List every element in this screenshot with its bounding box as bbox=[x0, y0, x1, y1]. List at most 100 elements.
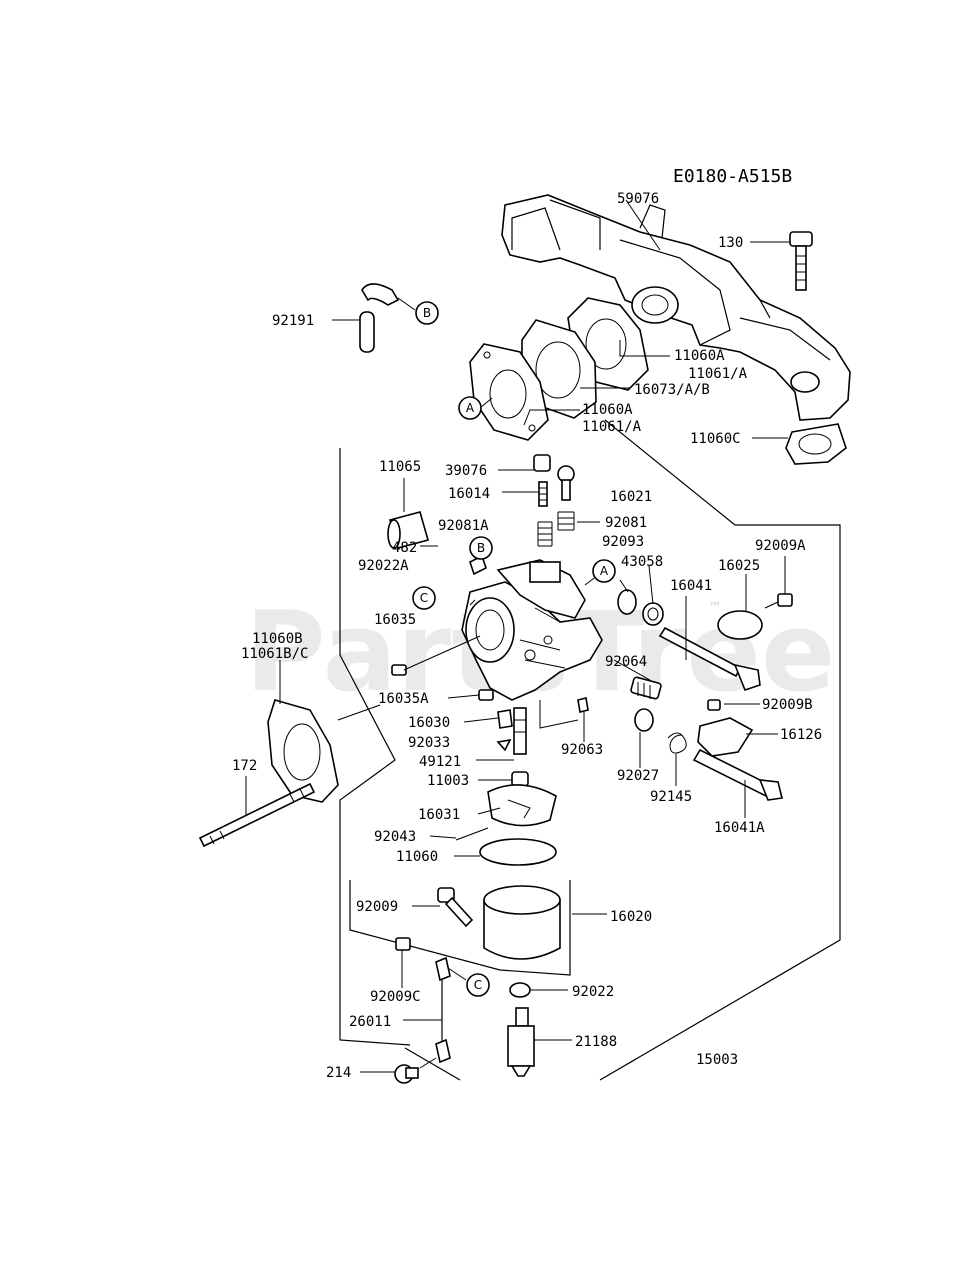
choke-shaft-16041 bbox=[658, 626, 761, 691]
label-92064: 92064 bbox=[605, 654, 647, 670]
label-11003: 11003 bbox=[427, 773, 469, 789]
screw-92063 bbox=[577, 697, 589, 713]
callout-c-carb: C bbox=[412, 586, 436, 610]
label-92009: 92009 bbox=[356, 899, 398, 915]
intake-manifold bbox=[501, 194, 851, 421]
plate-16126 bbox=[697, 717, 754, 757]
label-92063: 92063 bbox=[561, 742, 603, 758]
emulsion-tube-92033 bbox=[496, 738, 512, 752]
svg-text:C: C bbox=[420, 591, 428, 605]
diagram-code: E0180-A515B bbox=[673, 166, 792, 187]
callout-b-top: B bbox=[415, 301, 439, 325]
label-11060C: 11060C bbox=[690, 431, 741, 447]
carburetor-body bbox=[461, 554, 603, 701]
label-16041A: 16041A bbox=[714, 820, 765, 836]
label-92022A: 92022A bbox=[358, 558, 409, 574]
main-jet-49121 bbox=[513, 707, 527, 755]
label-26011: 26011 bbox=[349, 1014, 391, 1030]
jet-16030 bbox=[497, 709, 513, 729]
label-92191: 92191 bbox=[272, 313, 314, 329]
needle-16014 bbox=[538, 481, 548, 507]
plug-16035 bbox=[391, 664, 407, 676]
label-16041: 16041 bbox=[670, 578, 712, 594]
solenoid-21188 bbox=[507, 1007, 535, 1077]
label-43058: 43058 bbox=[621, 554, 663, 570]
frame-16020 bbox=[349, 880, 571, 976]
group-number: 15003 bbox=[696, 1052, 738, 1068]
label-11061A-lower: 11061/A bbox=[582, 419, 642, 435]
label-92081A: 92081A bbox=[438, 518, 489, 534]
plug-16035A bbox=[478, 689, 494, 701]
label-172: 172 bbox=[232, 758, 257, 774]
label-16126: 16126 bbox=[780, 727, 822, 743]
label-11061A-upper: 11061/A bbox=[688, 366, 748, 382]
label-16031: 16031 bbox=[418, 807, 460, 823]
collar-92027 bbox=[634, 708, 654, 732]
choke-plate-16025 bbox=[717, 610, 763, 640]
label-130: 130 bbox=[718, 235, 743, 251]
label-482: 482 bbox=[392, 540, 417, 556]
label-16035A: 16035A bbox=[378, 691, 429, 707]
wire-26011 bbox=[435, 956, 451, 1064]
screw-92064 bbox=[630, 676, 662, 700]
gasket-11060 bbox=[479, 838, 557, 866]
label-16073: 16073/A/B bbox=[634, 382, 710, 398]
label-92093: 92093 bbox=[602, 534, 644, 550]
label-11060: 11060 bbox=[396, 849, 438, 865]
label-39076: 39076 bbox=[445, 463, 487, 479]
washer-92022 bbox=[509, 982, 531, 998]
svg-text:A: A bbox=[466, 401, 475, 415]
svg-text:C: C bbox=[474, 978, 482, 992]
label-16014: 16014 bbox=[448, 486, 490, 502]
label-92033: 92033 bbox=[408, 735, 450, 751]
callout-c-wire: C bbox=[466, 973, 490, 997]
label-16035: 16035 bbox=[374, 612, 416, 628]
float-16031 bbox=[487, 784, 557, 827]
label-16025: 16025 bbox=[718, 558, 760, 574]
label-16030: 16030 bbox=[408, 715, 450, 731]
svg-text:B: B bbox=[477, 541, 485, 555]
part-labels: 59076 130 92191 11060A 11061/A 16073/A/B… bbox=[232, 191, 822, 1081]
label-11061BC: 11061B/C bbox=[241, 646, 308, 662]
label-21188: 21188 bbox=[575, 1034, 617, 1050]
bolt-130 bbox=[789, 231, 813, 291]
label-92009C: 92009C bbox=[370, 989, 421, 1005]
label-92081: 92081 bbox=[605, 515, 647, 531]
label-92022: 92022 bbox=[572, 984, 614, 1000]
label-59076: 59076 bbox=[617, 191, 659, 207]
leader-lines bbox=[245, 199, 790, 1073]
float-bowl-16020 bbox=[483, 885, 561, 960]
gasket-11060B bbox=[267, 699, 339, 803]
callout-a-carb: A bbox=[592, 559, 616, 583]
spring-92081 bbox=[557, 511, 575, 531]
nut-11003 bbox=[511, 771, 529, 787]
label-92009B: 92009B bbox=[762, 697, 813, 713]
callout-a-gasket: A bbox=[458, 396, 482, 420]
watermark-trademark: ™ bbox=[708, 600, 722, 616]
screw-39076 bbox=[533, 454, 551, 472]
label-92027: 92027 bbox=[617, 768, 659, 784]
svg-text:A: A bbox=[600, 564, 609, 578]
label-11065: 11065 bbox=[379, 459, 421, 475]
label-11060A-upper: 11060A bbox=[674, 348, 725, 364]
hose-92191 bbox=[359, 283, 400, 353]
label-214: 214 bbox=[326, 1065, 351, 1081]
bolt-214 bbox=[394, 1064, 419, 1084]
label-92009A: 92009A bbox=[755, 538, 806, 554]
gasket-11060A-lower bbox=[469, 343, 549, 441]
pin-92043 bbox=[455, 827, 489, 841]
label-92145: 92145 bbox=[650, 789, 692, 805]
screw-92009 bbox=[437, 887, 474, 928]
seal-43058 bbox=[642, 602, 664, 626]
screw-92009C bbox=[395, 937, 411, 951]
label-16020: 16020 bbox=[610, 909, 652, 925]
label-11060A-lower: 11060A bbox=[582, 402, 633, 418]
label-16021: 16021 bbox=[610, 489, 652, 505]
svg-text:B: B bbox=[423, 306, 431, 320]
label-49121: 49121 bbox=[419, 754, 461, 770]
label-92043: 92043 bbox=[374, 829, 416, 845]
o-ring-92093 bbox=[617, 589, 637, 615]
jet-11065 bbox=[387, 511, 429, 549]
spring-92081A bbox=[537, 521, 553, 547]
